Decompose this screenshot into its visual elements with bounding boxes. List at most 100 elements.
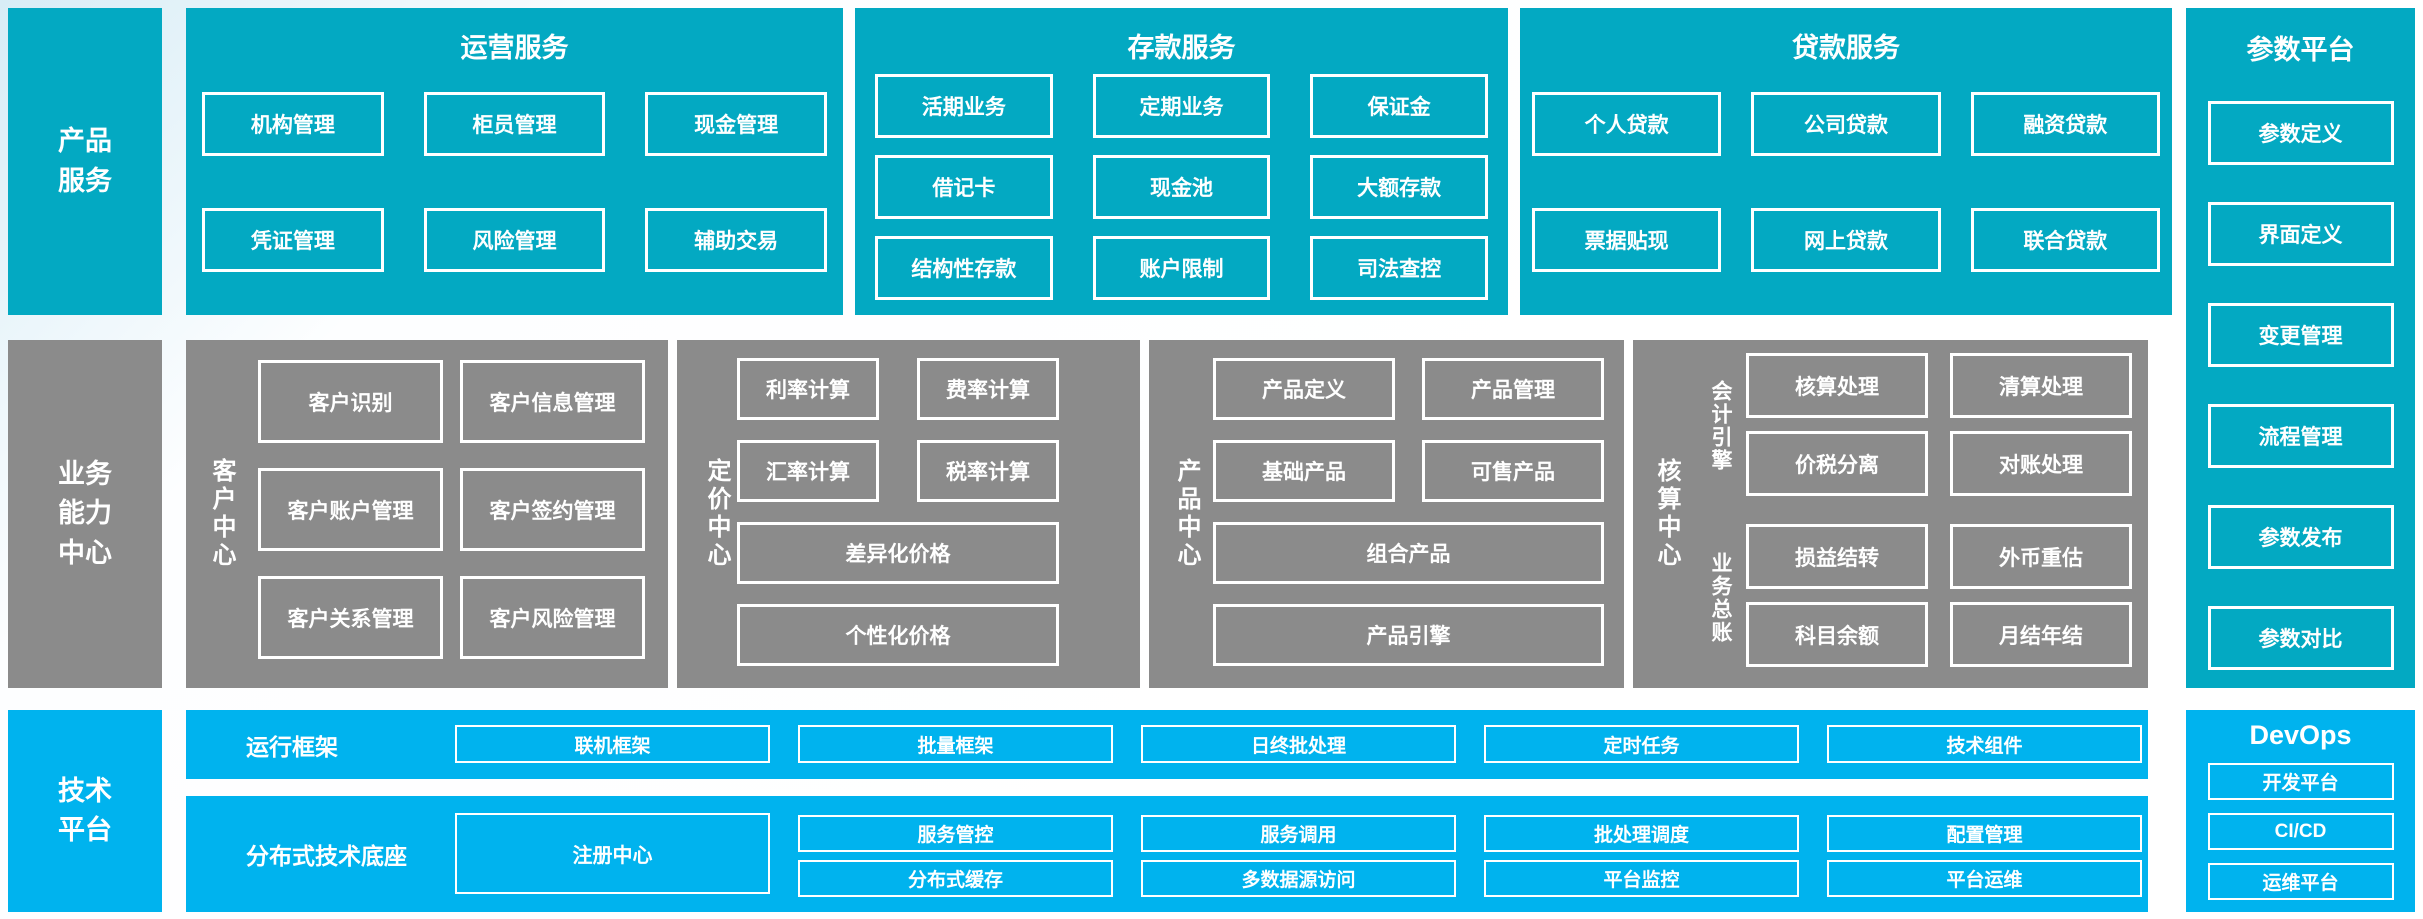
deposit-module: 结构性存款 xyxy=(875,236,1053,300)
loan-module: 票据贴现 xyxy=(1532,208,1722,272)
runtime-module: 批量框架 xyxy=(798,725,1113,763)
pricing-center-buttons: 利率计算费率计算汇率计算税率计算差异化价格个性化价格 xyxy=(737,358,1059,666)
deposit-module: 司法查控 xyxy=(1310,236,1488,300)
customer-module: 客户信息管理 xyxy=(460,360,645,443)
distributed-module: 多数据源访问 xyxy=(1141,860,1456,897)
panel-label: 定价中心 xyxy=(703,458,730,570)
accounting-center-panel: 核算中心 会计引擎 核算处理清算处理价税分离对账处理 业务总账 损益结转外币重估… xyxy=(1633,340,2148,688)
loan-services-section: 贷款服务 个人贷款公司贷款融资贷款票据贴现网上贷款联合贷款 xyxy=(1520,8,2172,315)
parameter-platform-buttons: 参数定义界面定义变更管理流程管理参数发布参数对比 xyxy=(2186,67,2415,670)
pricing-module: 税率计算 xyxy=(917,440,1059,502)
parameter-module: 参数发布 xyxy=(2207,505,2394,569)
rail-technology-platform: 技术 平台 xyxy=(8,710,162,912)
runtime-module: 日终批处理 xyxy=(1141,725,1456,763)
customer-module: 客户关系管理 xyxy=(258,576,443,659)
pricing-module: 费率计算 xyxy=(917,358,1059,420)
business-ledger-buttons: 损益结转外币重估科目余额月结年结 xyxy=(1746,524,2132,667)
section-title: 贷款服务 xyxy=(1792,33,1900,63)
distributed-module: 配置管理 xyxy=(1827,815,2142,852)
accounting-engine-module: 价税分离 xyxy=(1746,431,1928,496)
distributed-module: 平台运维 xyxy=(1827,860,2142,897)
deposit-module: 保证金 xyxy=(1310,74,1488,138)
pricing-module: 差异化价格 xyxy=(737,522,1059,584)
pricing-center-panel: 定价中心 利率计算费率计算汇率计算税率计算差异化价格个性化价格 xyxy=(677,340,1140,688)
runtime-module: 技术组件 xyxy=(1827,725,2142,763)
parameter-module: 流程管理 xyxy=(2207,404,2394,468)
deposit-module: 现金池 xyxy=(1092,155,1271,219)
customer-module: 客户识别 xyxy=(258,360,443,443)
loan-module: 个人贷款 xyxy=(1532,92,1722,156)
parameter-module: 参数定义 xyxy=(2207,101,2394,165)
rail-business-capability-center: 业务 能力 中心 xyxy=(8,340,162,688)
runtime-framework-row: 运行框架 联机框架批量框架日终批处理定时任务技术组件 xyxy=(186,710,2148,779)
distributed-module: 分布式缓存 xyxy=(798,860,1113,897)
product-module: 产品定义 xyxy=(1213,358,1395,420)
operations-module: 现金管理 xyxy=(645,92,827,156)
accounting-engine-buttons: 核算处理清算处理价税分离对账处理 xyxy=(1746,353,2132,496)
accounting-engine-module: 对账处理 xyxy=(1950,431,2132,496)
deposit-module: 借记卡 xyxy=(875,155,1053,219)
pricing-module: 个性化价格 xyxy=(737,604,1059,666)
deposit-module: 活期业务 xyxy=(875,74,1053,138)
row-label: 运行框架 xyxy=(246,733,338,760)
panel-label: 产品中心 xyxy=(1173,458,1200,570)
registry-center-box: 注册中心 xyxy=(455,813,770,894)
operations-module: 风险管理 xyxy=(423,208,606,272)
customer-center-panel: 客户中心 客户识别客户信息管理客户账户管理客户签约管理客户关系管理客户风险管理 xyxy=(186,340,668,688)
distributed-module: 批处理调度 xyxy=(1484,815,1799,852)
panel-label: 客户中心 xyxy=(208,458,235,570)
parameter-module: 变更管理 xyxy=(2207,303,2394,367)
distributed-base-row: 分布式技术底座 注册中心 服务管控服务调用批处理调度配置管理分布式缓存多数据源访… xyxy=(186,796,2148,912)
customer-center-buttons: 客户识别客户信息管理客户账户管理客户签约管理客户关系管理客户风险管理 xyxy=(258,360,645,659)
deposit-buttons: 活期业务定期业务保证金借记卡现金池大额存款结构性存款账户限制司法查控 xyxy=(875,74,1488,300)
business-ledger-module: 科目余额 xyxy=(1746,602,1928,667)
runtime-module: 联机框架 xyxy=(455,725,770,763)
operations-buttons: 机构管理柜员管理现金管理凭证管理风险管理辅助交易 xyxy=(202,92,827,272)
distributed-module: 服务管控 xyxy=(798,815,1113,852)
product-center-buttons: 产品定义产品管理基础产品可售产品组合产品产品引擎 xyxy=(1213,358,1604,666)
rail-product-services: 产品 服务 xyxy=(8,8,162,315)
customer-module: 客户风险管理 xyxy=(460,576,645,659)
deposit-module: 定期业务 xyxy=(1092,74,1271,138)
accounting-engine-module: 清算处理 xyxy=(1950,353,2132,418)
panel-label: 核算中心 xyxy=(1653,458,1680,570)
loan-module: 融资贷款 xyxy=(1970,92,2160,156)
row-label: 分布式技术底座 xyxy=(246,843,407,869)
runtime-module: 定时任务 xyxy=(1484,725,1799,763)
distributed-base-buttons: 服务管控服务调用批处理调度配置管理分布式缓存多数据源访问平台监控平台运维 xyxy=(798,815,2142,897)
business-ledger-module: 外币重估 xyxy=(1950,524,2132,589)
devops-module: CI/CD xyxy=(2207,813,2394,850)
section-title: 存款服务 xyxy=(1127,33,1236,63)
product-center-panel: 产品中心 产品定义产品管理基础产品可售产品组合产品产品引擎 xyxy=(1149,340,1624,688)
operations-module: 机构管理 xyxy=(202,92,384,156)
parameter-module: 参数对比 xyxy=(2207,606,2394,670)
pricing-module: 汇率计算 xyxy=(737,440,879,502)
section-title: 参数平台 xyxy=(2246,35,2355,65)
business-ledger-module: 损益结转 xyxy=(1746,524,1928,589)
accounting-engine-label: 会计引擎 xyxy=(1709,380,1732,472)
business-ledger-label: 业务总账 xyxy=(1709,552,1732,644)
loan-buttons: 个人贷款公司贷款融资贷款票据贴现网上贷款联合贷款 xyxy=(1532,92,2160,272)
product-module: 组合产品 xyxy=(1213,522,1604,584)
product-module: 产品管理 xyxy=(1422,358,1604,420)
pricing-module: 利率计算 xyxy=(737,358,879,420)
loan-module: 网上贷款 xyxy=(1751,208,1941,272)
parameter-module: 界面定义 xyxy=(2207,202,2394,266)
operations-module: 凭证管理 xyxy=(202,208,384,272)
section-title: DevOps xyxy=(2249,720,2352,750)
operations-services-section: 运营服务 机构管理柜员管理现金管理凭证管理风险管理辅助交易 xyxy=(186,8,843,315)
operations-module: 辅助交易 xyxy=(645,208,827,272)
section-title: 运营服务 xyxy=(460,33,569,63)
devops-module: 开发平台 xyxy=(2207,763,2394,800)
loan-module: 公司贷款 xyxy=(1751,92,1941,156)
deposit-services-section: 存款服务 活期业务定期业务保证金借记卡现金池大额存款结构性存款账户限制司法查控 xyxy=(855,8,1508,315)
product-module: 可售产品 xyxy=(1422,440,1604,502)
parameter-platform-section: 参数平台 参数定义界面定义变更管理流程管理参数发布参数对比 xyxy=(2186,8,2415,688)
product-module: 基础产品 xyxy=(1213,440,1395,502)
business-ledger-module: 月结年结 xyxy=(1950,602,2132,667)
deposit-module: 大额存款 xyxy=(1310,155,1488,219)
distributed-module: 平台监控 xyxy=(1484,860,1799,897)
